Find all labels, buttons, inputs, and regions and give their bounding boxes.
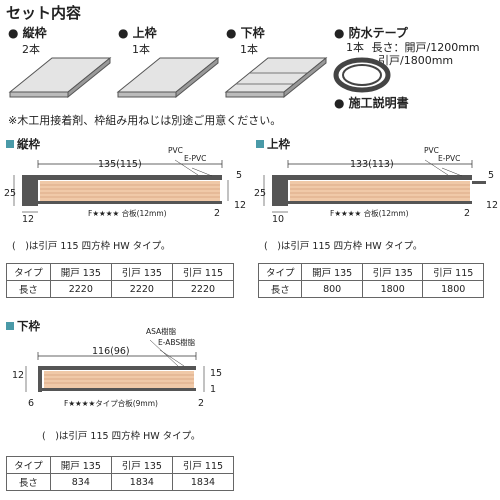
tatewaku-pvc-label: PVC (168, 146, 183, 155)
table-header: 引戸 115 (171, 456, 235, 474)
shitawaku-caption: ( )は引戸 115 四方枠 HW タイプ。 (42, 431, 201, 442)
uwawaku-side-dim: 12 (486, 200, 499, 211)
shitawaku-ply-label: F★★★★タイプ合板(9mm) (64, 399, 158, 408)
tatewaku-ply-label: F★★★★ 合板(12mm) (88, 209, 167, 218)
table-cell: 1834 (171, 473, 235, 491)
shitawaku-illustration (224, 56, 328, 99)
item-uwawaku: ● 上枠 1本 (118, 26, 157, 56)
table-header: 開戸 135 (301, 263, 363, 281)
table-header: 引戸 135 (110, 456, 173, 474)
item-qty: 1本 (240, 43, 258, 56)
shitawaku-width-dim: 116(96) (92, 346, 130, 357)
uwawaku-cross-section (263, 159, 486, 213)
table-cell: 長さ (6, 280, 51, 298)
table-header: 引戸 135 (361, 263, 424, 281)
table-header: 引戸 115 (422, 263, 484, 281)
table-cell: 1800 (422, 280, 484, 298)
uwawaku-caption: ( )は引戸 115 四方枠 HW タイプ。 (264, 241, 423, 252)
table-cell: 長さ (6, 473, 51, 491)
tatewaku-width-dim: 135(115) (98, 159, 142, 170)
tape-length-2: 引戸/1800mm (378, 54, 454, 67)
uwawaku-pvc-label: PVC (424, 146, 439, 155)
shitawaku-asa-label: ASA樹脂 (146, 327, 177, 336)
item-name: 防水テープ (348, 26, 408, 40)
tatewaku-caption: ( )は引戸 115 四方枠 HW タイプ。 (12, 241, 171, 252)
uwawaku-width-dim: 133(113) (350, 159, 394, 170)
tatewaku-illustration (8, 56, 112, 99)
shitawaku-left-dim: 6 (28, 398, 35, 409)
shitawaku-right-dim: 2 (198, 398, 205, 409)
shitawaku-length-table: タイプ 開戸 135 引戸 135 引戸 115 長さ 834 1834 183… (6, 456, 235, 491)
product-illustrations (8, 56, 391, 99)
item-tape: ● 防水テープ 1本 長さ：開戸/1200mm 引戸/1800mm (334, 26, 480, 67)
section-title-shitawaku: 下枠 (6, 318, 40, 334)
uwawaku-illustration (116, 56, 220, 99)
section-title-uwawaku: 上枠 (256, 136, 290, 152)
table-header: タイプ (6, 456, 51, 474)
item-qty: 2本 (22, 43, 40, 56)
tatewaku-side-dim: 12 (234, 200, 247, 211)
uwawaku-ply-label: F★★★★ 合板(12mm) (330, 209, 409, 218)
item-manual: ● 施工説明書 (334, 96, 409, 110)
table-cell: 2220 (110, 280, 173, 298)
table-header: タイプ (257, 263, 303, 281)
table-cell: 834 (49, 473, 112, 491)
section-title-tatewaku: 縦枠 (6, 136, 40, 152)
shitawaku-height-dim: 12 (12, 370, 25, 381)
item-name: 下枠 (240, 26, 265, 40)
uwawaku-top-dim: 5 (488, 170, 495, 181)
table-header: 開戸 135 (49, 456, 112, 474)
tatewaku-epvc-label: E-PVC (184, 154, 207, 163)
uwawaku-bottom-dim: 10 (272, 214, 285, 225)
item-qty: 1本 (346, 41, 364, 54)
item-name: 上枠 (132, 26, 157, 40)
tatewaku-length-table: タイプ 開戸 135 引戸 135 引戸 115 長さ 2220 2220 22… (6, 263, 235, 298)
shitawaku-eabs-label: E-ABS樹脂 (158, 338, 196, 347)
item-qty: 1本 (132, 43, 150, 56)
shitawaku-right-height-dim: 15 (210, 368, 223, 379)
table-cell: 2220 (49, 280, 112, 298)
shitawaku-right-thin-dim: 1 (210, 384, 217, 395)
table-header: 引戸 135 (110, 263, 173, 281)
uwawaku-height-dim: 25 (254, 188, 267, 199)
supply-note: ※木工用接着剤、枠組み用ねじは別途ご用意ください。 (8, 114, 282, 127)
table-header: タイプ (6, 263, 51, 281)
tatewaku-small-dim: 2 (214, 208, 221, 219)
page-title: セット内容 (6, 4, 82, 22)
table-cell: 800 (301, 280, 363, 298)
table-header: 引戸 115 (171, 263, 235, 281)
item-tatewaku: ● 縦枠 2本 (8, 26, 47, 56)
item-name: 施工説明書 (348, 96, 409, 110)
tatewaku-top-dim: 5 (236, 170, 243, 181)
uwawaku-epvc-label: E-PVC (438, 154, 461, 163)
table-cell: 2220 (171, 280, 235, 298)
table-cell: 1800 (361, 280, 424, 298)
table-cell: 長さ (257, 280, 303, 298)
table-header: 開戸 135 (49, 263, 112, 281)
item-shitawaku: ● 下枠 1本 (226, 26, 265, 56)
tape-length-1: 長さ：開戸/1200mm (371, 41, 480, 54)
tatewaku-cross-section (13, 159, 229, 213)
uwawaku-length-table: タイプ 開戸 135 引戸 135 引戸 115 長さ 800 1800 180… (257, 263, 484, 298)
item-name: 縦枠 (22, 26, 47, 40)
shitawaku-cross-section (25, 339, 205, 392)
uwawaku-small-dim: 2 (464, 208, 471, 219)
tatewaku-height-dim: 25 (4, 188, 17, 199)
tape-roll-illustration (333, 57, 391, 93)
tatewaku-bottom-dim: 12 (22, 214, 35, 225)
table-cell: 1834 (110, 473, 173, 491)
